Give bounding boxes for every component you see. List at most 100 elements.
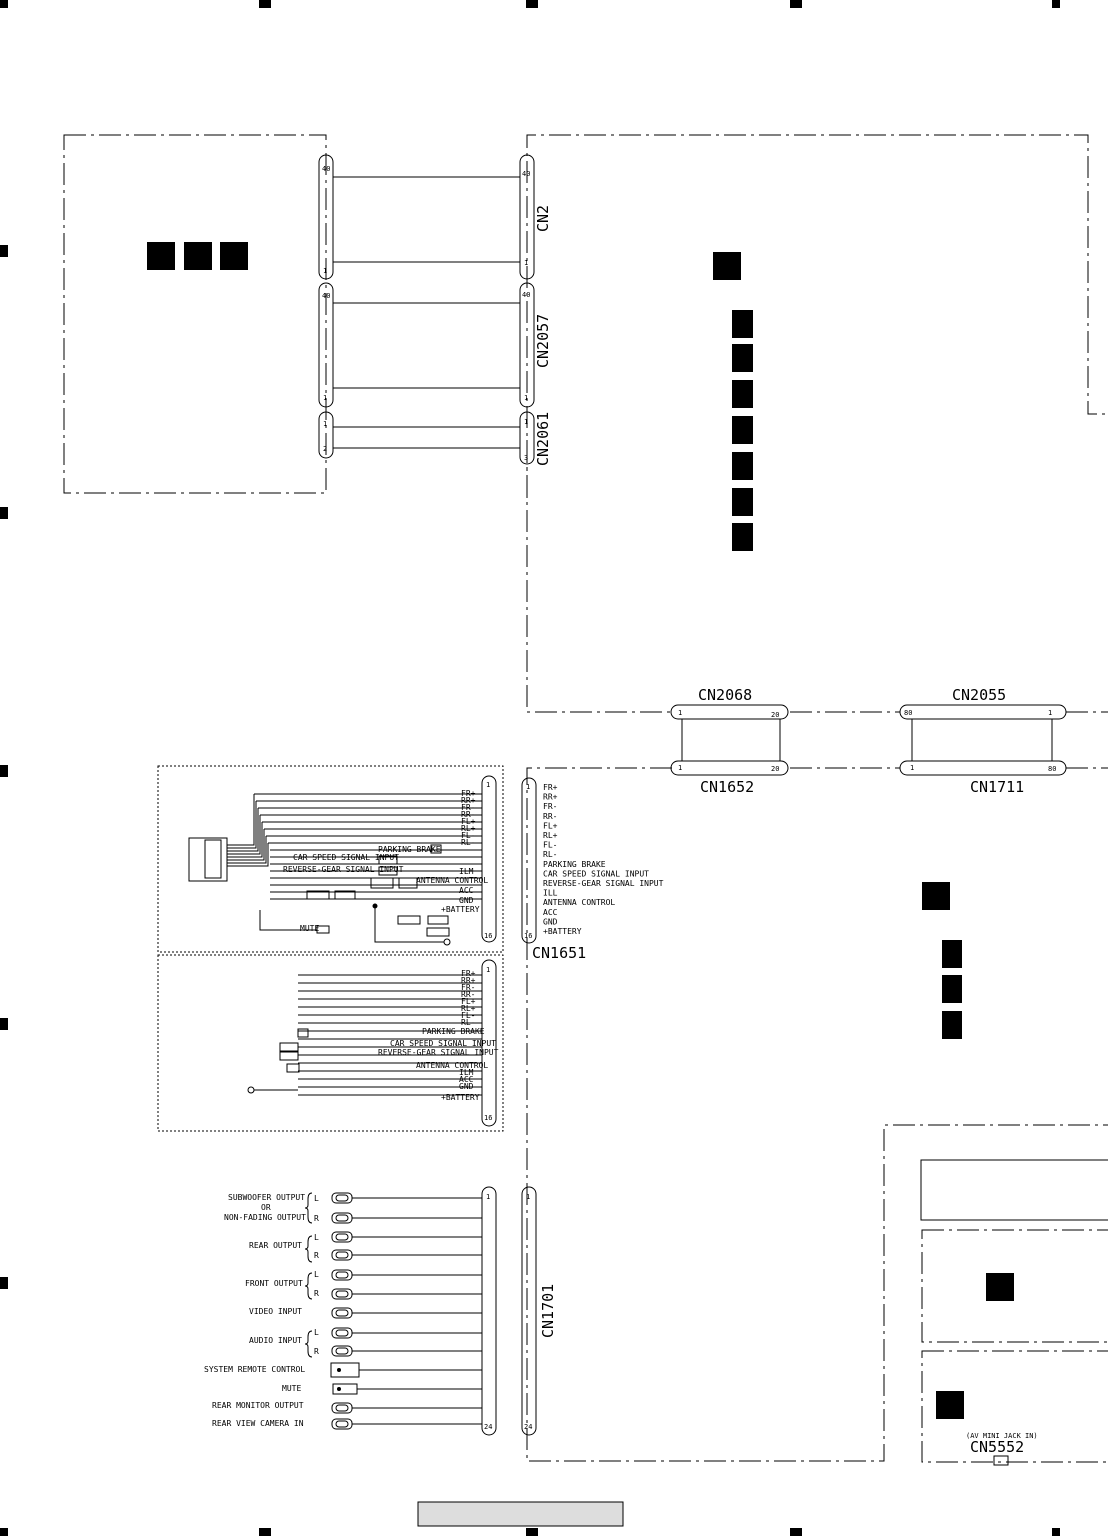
channel-label: L: [314, 1233, 319, 1242]
channel-label: L: [314, 1194, 319, 1203]
remote-plug: [330, 1362, 360, 1378]
marker: [732, 488, 753, 516]
harness-signal-label: FR-: [461, 803, 475, 812]
pin-label: 1: [524, 394, 528, 402]
marker: [942, 975, 962, 1003]
harness-label: REVERSE-GEAR SIGNAL INPUT: [283, 865, 404, 874]
harness-signal-label: FL-: [461, 831, 475, 840]
cn1651-signal-label: +BATTERY: [543, 927, 582, 936]
lr-brackets: [304, 1192, 313, 1358]
channel-label: R: [314, 1347, 319, 1356]
harness-wire: [227, 794, 255, 846]
harness-label: MUTE: [300, 924, 319, 933]
harness-label: REVERSE-GEAR SIGNAL INPUT: [378, 1048, 499, 1057]
ground-terminal: [443, 938, 451, 946]
harness-label: ACC: [459, 886, 474, 895]
connector-cn2: 40 1 40 1 CN2: [318, 154, 552, 280]
harness-wire: [227, 836, 267, 864]
cn1651-signal-label: FL-: [543, 841, 557, 850]
connector-label: CN1711: [970, 778, 1024, 796]
marker: [732, 416, 753, 444]
harness-b-wires: [254, 974, 482, 1096]
mute-plug: [316, 925, 330, 934]
antenna-plug: [398, 877, 418, 889]
black-markers: [147, 242, 1014, 1419]
parking-brake-plug: [297, 1028, 309, 1038]
cn1651-signal-label: FL+: [543, 821, 558, 830]
rca-jack-core: [335, 1290, 349, 1298]
rca-jack-core: [335, 1329, 349, 1337]
pin-label: 40: [322, 165, 330, 173]
connector-label: CN1651: [532, 944, 586, 962]
harness-signal-label: FR+: [461, 969, 476, 978]
page-footer-box: [417, 1501, 624, 1527]
connector-cn2057: 40 1 40 1 CN2057: [318, 282, 552, 408]
harness-b-signal-labels: FR+RR+FR-RR-FL+RL+FL-RL-: [461, 969, 476, 1027]
cn1651-signal-label: ILL: [543, 889, 558, 898]
output-label: OR: [261, 1203, 271, 1212]
pin-label: 1: [323, 394, 327, 402]
rca-jacks: [330, 1192, 482, 1430]
connector-cn5552: (AV MINI JACK IN) CN5552: [966, 1432, 1038, 1466]
connector-label: CN2057: [534, 314, 552, 368]
cn1651-signal-label: RL+: [543, 831, 558, 840]
harness-label: PARKING BRAKE: [422, 1027, 485, 1036]
pin-label: 1: [323, 420, 327, 428]
output-label: REAR MONITOR OUTPUT: [212, 1401, 304, 1410]
marker: [732, 523, 753, 551]
pin-label: 1: [524, 418, 528, 426]
rca-outputs: 1 24 SUBWOOFER OUTPUT OR NON-FADING OUTP…: [204, 1186, 497, 1436]
harness-label: ANTENNA CONTROL: [416, 876, 488, 885]
rca-jack-core: [335, 1251, 349, 1259]
pin-label: 1: [1048, 709, 1052, 717]
connector-cn2055-cn1711: 80 1 1 80 CN2055 CN1711: [899, 686, 1067, 796]
pin-label: 1: [678, 764, 682, 772]
battery-fuse-2: [427, 915, 449, 925]
channel-label: R: [314, 1214, 319, 1223]
harness-a: 1 16 FR+RR+FR-RR-FL+RL+FL-RL- PARKING BR…: [157, 765, 504, 953]
harness-signal-label: RL-: [461, 1018, 475, 1027]
marker: [732, 344, 753, 372]
rca-jack-core: [335, 1404, 349, 1412]
pin-label: 40: [522, 291, 530, 299]
marker: [147, 242, 175, 270]
pin-label: 1: [526, 1193, 530, 1201]
output-label: VIDEO INPUT: [249, 1307, 302, 1316]
main-board-lower-outline: [526, 440, 1108, 713]
sub-box-top: [920, 1159, 1108, 1221]
connector-label: CN1652: [700, 778, 754, 796]
harness-label: GND: [459, 896, 474, 905]
pin-label: 1: [526, 783, 530, 791]
pin-label: 1: [678, 709, 682, 717]
connector-cn2061: 1 2 1 3 CN2061: [318, 411, 552, 466]
harness-signal-label: RR-: [461, 810, 475, 819]
pin-label: 24: [524, 1423, 532, 1431]
pin-label: 16: [484, 1114, 492, 1122]
cn1651-signal-label: CAR SPEED SIGNAL INPUT: [543, 869, 649, 878]
pin-label: 1: [486, 966, 490, 974]
harness-wire: [227, 801, 257, 849]
remote-plug-dot: [337, 1368, 341, 1372]
harness-wire: [227, 822, 263, 858]
car-speed-plug: [279, 1042, 299, 1052]
harness-label: ACC: [459, 1075, 474, 1084]
mute-plug: [332, 1383, 358, 1395]
harness-signal-label: RL-: [461, 838, 475, 847]
channel-label: R: [314, 1251, 319, 1260]
cn1651-signal-label: ANTENNA CONTROL: [543, 898, 615, 907]
channel-label: R: [314, 1289, 319, 1298]
ground-terminal: [247, 1086, 255, 1094]
harness-b: 1 16 FR+RR+FR-RR-FL+RL+FL-RL- PARKING BR…: [157, 954, 504, 1132]
harness-label: PARKING BRAKE: [378, 845, 441, 854]
pin-label: 16: [524, 932, 532, 940]
cn1651-signal-label: REVERSE-GEAR SIGNAL INPUT: [543, 879, 664, 888]
mute-plug-dot: [337, 1387, 341, 1391]
output-label: REAR VIEW CAMERA IN: [212, 1419, 304, 1428]
lower-board-outline: [526, 767, 1108, 1462]
harness-signal-label: FR+: [461, 789, 476, 798]
marker: [936, 1391, 964, 1419]
harness-signal-label: FR-: [461, 983, 475, 992]
acc-fuse: [306, 890, 330, 900]
pin-label: 80: [1048, 765, 1056, 773]
registration-marks: [0, 0, 1060, 1536]
